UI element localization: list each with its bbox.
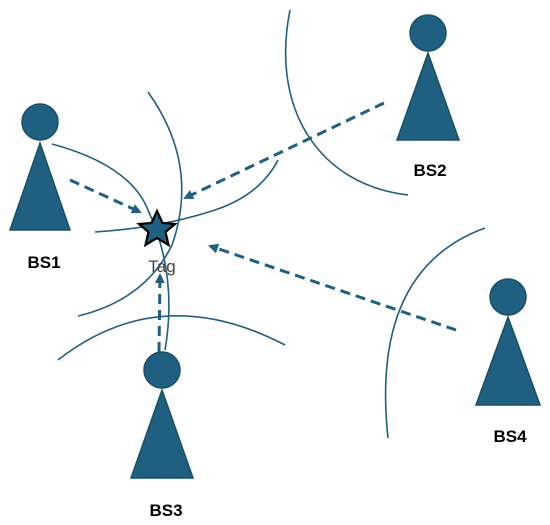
bs2-label: BS2 — [413, 161, 446, 180]
bs3-label: BS3 — [149, 501, 182, 520]
bs3-vertical-arc — [77, 91, 183, 317]
base-station-bs1: BS1 — [8, 103, 72, 272]
arrow-bs3-to-tag — [154, 273, 165, 353]
base-station-bs2: BS2 — [395, 14, 461, 180]
base-station-bs4: BS4 — [474, 278, 542, 446]
signal-arrows — [69, 101, 457, 353]
bs1-range-arc — [51, 143, 170, 351]
star-icon — [136, 208, 178, 248]
bs2-inner-arc — [94, 159, 279, 233]
arrow-bs4-to-tag — [208, 243, 457, 332]
tag: Tag — [136, 208, 178, 276]
arrow-bs2-to-tag — [183, 101, 385, 200]
base-station-icon — [8, 103, 72, 231]
bs2-range-arc — [284, 9, 409, 196]
bs4-label: BS4 — [493, 427, 527, 446]
tag-label: Tag — [148, 257, 175, 276]
base-station-icon — [129, 351, 195, 479]
base-station-bs3: BS3 — [129, 351, 195, 520]
bs3-range-arc — [57, 315, 286, 361]
base-station-icon — [474, 278, 542, 406]
bs4-range-arc — [384, 227, 486, 439]
bs1-label: BS1 — [27, 253, 60, 272]
range-arcs — [51, 9, 486, 439]
arrow-bs1-to-tag — [69, 178, 142, 214]
base-station-icon — [395, 14, 461, 141]
